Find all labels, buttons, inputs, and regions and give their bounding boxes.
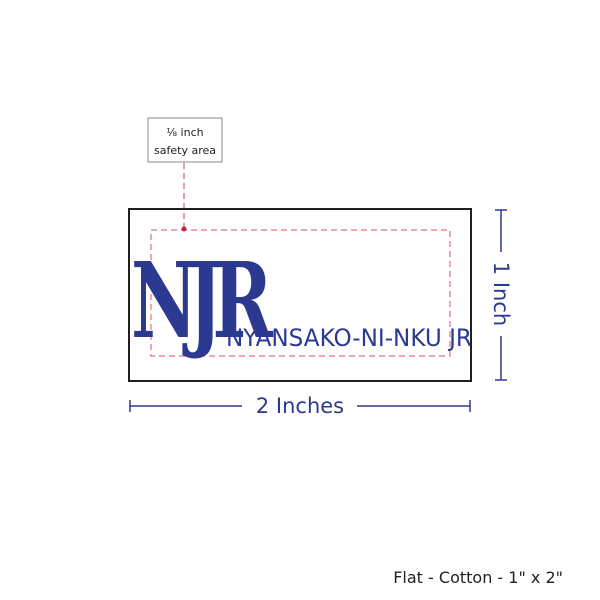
label-outline <box>128 208 472 382</box>
height-dimension <box>495 209 507 381</box>
height-label: 1 Inch <box>489 262 513 326</box>
callout-line1: ⅛ inch <box>166 126 203 139</box>
safety-area <box>150 229 451 357</box>
logo-monogram: NJR <box>131 239 274 362</box>
width-label: 2 Inches <box>256 394 344 418</box>
safety-area-callout: ⅛ inch safety area <box>147 117 223 232</box>
callout-line2: safety area <box>154 144 216 157</box>
logo-name: NYANSAKO-NI-NKU JR <box>226 324 472 352</box>
product-caption: Flat - Cotton - 1" x 2" <box>393 568 563 587</box>
callout-dot <box>181 226 187 232</box>
width-dimension <box>129 400 471 412</box>
logo: NJR NYANSAKO-NI-NKU JR <box>131 239 472 362</box>
